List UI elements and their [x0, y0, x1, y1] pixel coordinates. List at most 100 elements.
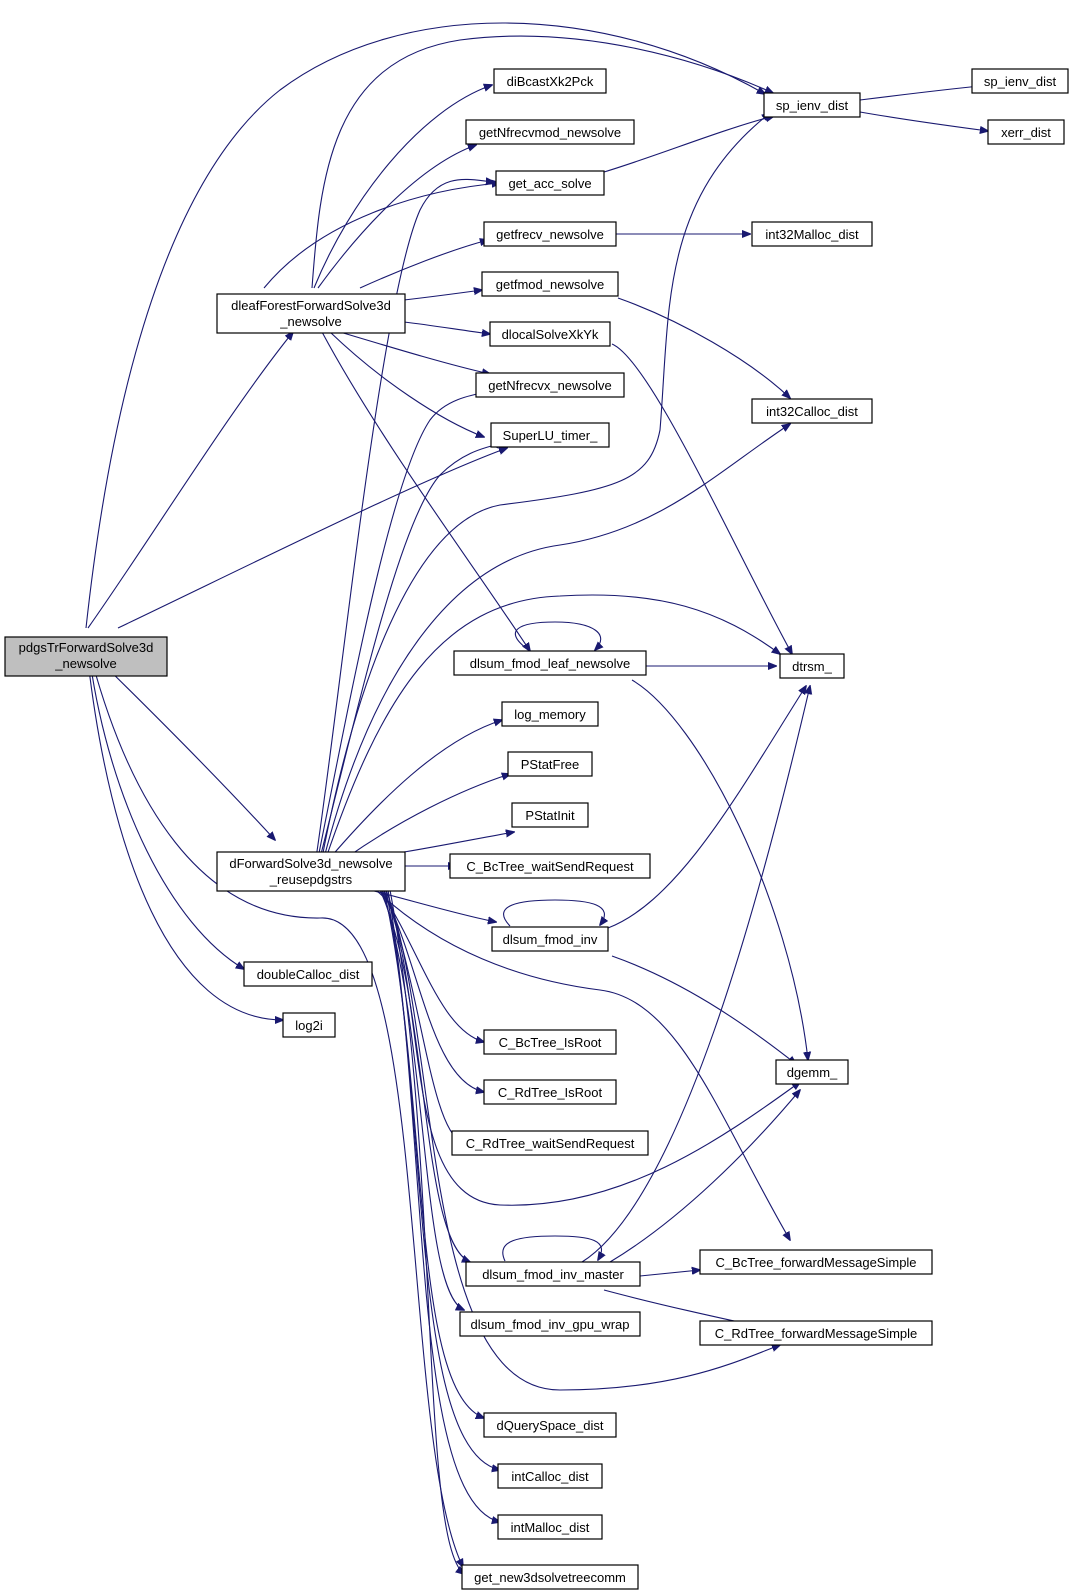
node-bcroot-label: C_BcTree_IsRoot [499, 1035, 602, 1050]
edge-dleaf-getfrecv [359, 240, 488, 289]
edge-inv-inv [503, 899, 605, 926]
node-superlu-label: SuperLU_timer_ [503, 428, 598, 443]
node-inv[interactable]: dlsum_fmod_inv [491, 926, 609, 952]
node-intmalloc-label: intMalloc_dist [511, 1520, 590, 1535]
edge-getfmod-i32calloc [617, 297, 790, 398]
node-pinit-label: PStatInit [525, 808, 575, 823]
node-bcwait-label: C_BcTree_waitSendRequest [466, 859, 634, 874]
node-getnew3d-label: get_new3dsolvetreecomm [474, 1570, 626, 1585]
edge-dfwd-gpuwrap [381, 889, 464, 1310]
node-pfree-label: PStatFree [521, 757, 580, 772]
edge-leaf-leaf [515, 621, 600, 651]
node-bcroot[interactable]: C_BcTree_IsRoot [483, 1029, 617, 1055]
node-getNfrecvmod-label: getNfrecvmod_newsolve [479, 125, 621, 140]
node-intcalloc[interactable]: intCalloc_dist [497, 1463, 603, 1489]
node-pfree[interactable]: PStatFree [507, 751, 593, 777]
edge-master-dtrsm [581, 686, 810, 1263]
node-getfmod-label: getfmod_newsolve [496, 277, 604, 292]
edge-root-getnew3d [91, 660, 463, 1567]
node-xerr[interactable]: xerr_dist [987, 119, 1065, 145]
edge-dleaf-getNfrecvmod [317, 145, 476, 289]
node-get_acc[interactable]: get_acc_solve [495, 170, 605, 196]
edge-dleaf-spienv [311, 35, 773, 289]
edge-dfwd-intmalloc [387, 889, 500, 1522]
node-i32malloc[interactable]: int32Malloc_dist [751, 221, 873, 247]
node-rdroot[interactable]: C_RdTree_IsRoot [483, 1079, 617, 1105]
edge-dfwd-bcroot [379, 889, 484, 1042]
node-get_acc-label: get_acc_solve [508, 176, 591, 191]
node-dblcalloc[interactable]: doubleCalloc_dist [243, 961, 373, 987]
edge-spienv-xerr [859, 111, 988, 131]
node-getfrecv-label: getfrecv_newsolve [496, 227, 604, 242]
node-inv-label: dlsum_fmod_inv [503, 932, 598, 947]
node-diBcast[interactable]: diBcastXk2Pck [493, 68, 607, 94]
node-log2i[interactable]: log2i [282, 1012, 336, 1038]
node-diBcast-label: diBcastXk2Pck [507, 74, 594, 89]
node-getNfrecvx[interactable]: getNfrecvx_newsolve [475, 372, 625, 398]
node-spienv[interactable]: sp_ienv_dist [763, 92, 861, 118]
edge-get_acc-spienv [603, 116, 774, 173]
node-i32calloc[interactable]: int32Calloc_dist [751, 398, 873, 424]
node-rdroot-label: C_RdTree_IsRoot [498, 1085, 603, 1100]
node-dleaf[interactable]: dleafForestForwardSolve3d _newsolve [216, 293, 406, 334]
node-root-label-1: pdgsTrForwardSolve3d [19, 640, 154, 655]
edge-inv-dgemm [611, 955, 796, 1064]
node-dleaf-label-2: _newsolve [279, 314, 341, 329]
edge-dleaf-getNfrecvx [339, 331, 490, 374]
node-getfrecv[interactable]: getfrecv_newsolve [483, 221, 617, 247]
node-i32malloc-label: int32Malloc_dist [765, 227, 859, 242]
node-bcfwd[interactable]: C_BcTree_forwardMessageSimple [699, 1249, 933, 1275]
node-root[interactable]: pdgsTrForwardSolve3d _newsolve [4, 636, 168, 677]
edge-root-dblcalloc [89, 660, 244, 969]
node-dfwd-label-2: _reusepdgstrs [269, 872, 353, 887]
edge-root-spienv [85, 22, 765, 629]
node-dtrsm[interactable]: dtrsm_ [779, 653, 845, 679]
node-xerr-label: xerr_dist [1001, 125, 1051, 140]
node-root-label-2: _newsolve [54, 656, 116, 671]
node-dgemm[interactable]: dgemm_ [775, 1059, 849, 1085]
node-pinit[interactable]: PStatInit [511, 802, 589, 828]
node-rdfwd[interactable]: C_RdTree_forwardMessageSimple [699, 1320, 933, 1346]
node-dquery[interactable]: dQuerySpace_dist [483, 1412, 617, 1438]
edge-dleaf-superlu [329, 331, 484, 437]
edge-dfwd-pinit [403, 832, 514, 853]
node-getNfrecvmod[interactable]: getNfrecvmod_newsolve [465, 119, 635, 145]
node-getnew3d[interactable]: get_new3dsolvetreecomm [461, 1564, 639, 1590]
node-gpuwrap[interactable]: dlsum_fmod_inv_gpu_wrap [459, 1311, 641, 1337]
node-rdwait[interactable]: C_RdTree_waitSendRequest [451, 1130, 649, 1156]
node-master[interactable]: dlsum_fmod_inv_master [465, 1261, 641, 1287]
node-spienv2[interactable]: sp_ienv_dist [971, 68, 1069, 94]
node-dfwd-label-1: dForwardSolve3d_newsolve [229, 856, 392, 871]
edge-root-dfwd [99, 660, 275, 840]
edge-dleaf-get_acc [263, 183, 500, 289]
edge-dfwd-bcfwd [375, 889, 790, 1240]
edge-dleaf-diBcast [313, 85, 492, 289]
node-leaf[interactable]: dlsum_fmod_leaf_newsolve [453, 650, 647, 676]
edge-root-log2i [87, 660, 283, 1020]
edge-dfwd-i32calloc [323, 424, 790, 859]
node-bcwait[interactable]: C_BcTree_waitSendRequest [449, 853, 651, 879]
edge-inv-dtrsm [607, 686, 806, 929]
node-getfmod[interactable]: getfmod_newsolve [481, 271, 619, 297]
edge-dfwd-dtrsm [325, 594, 780, 859]
node-i32calloc-label: int32Calloc_dist [766, 404, 858, 419]
edge-master-dgemm [609, 1090, 800, 1263]
node-leaf-label: dlsum_fmod_leaf_newsolve [470, 656, 630, 671]
edge-leaf-dgemm [631, 679, 808, 1060]
node-intmalloc[interactable]: intMalloc_dist [497, 1514, 603, 1540]
node-gpuwrap-label: dlsum_fmod_inv_gpu_wrap [471, 1317, 630, 1332]
nodes-layer: pdgsTrForwardSolve3d _newsolve dleafFore… [4, 68, 1069, 1590]
node-spienv-label: sp_ienv_dist [776, 98, 849, 113]
node-superlu[interactable]: SuperLU_timer_ [490, 422, 610, 448]
node-dlocal[interactable]: dlocalSolveXkYk [489, 321, 611, 347]
edge-dfwd-spienv [321, 113, 770, 859]
node-getNfrecvx-label: getNfrecvx_newsolve [488, 378, 612, 393]
node-log2i-label: log2i [295, 1018, 323, 1033]
edge-dlocal-dtrsm [611, 343, 792, 654]
node-spienv2-label: sp_ienv_dist [984, 74, 1057, 89]
node-bcfwd-label: C_BcTree_forwardMessageSimple [715, 1255, 916, 1270]
node-logmem[interactable]: log_memory [501, 701, 599, 727]
edge-dfwd-getNfrecvx [317, 392, 488, 859]
node-dfwd[interactable]: dForwardSolve3d_newsolve _reusepdgstrs [216, 851, 406, 892]
